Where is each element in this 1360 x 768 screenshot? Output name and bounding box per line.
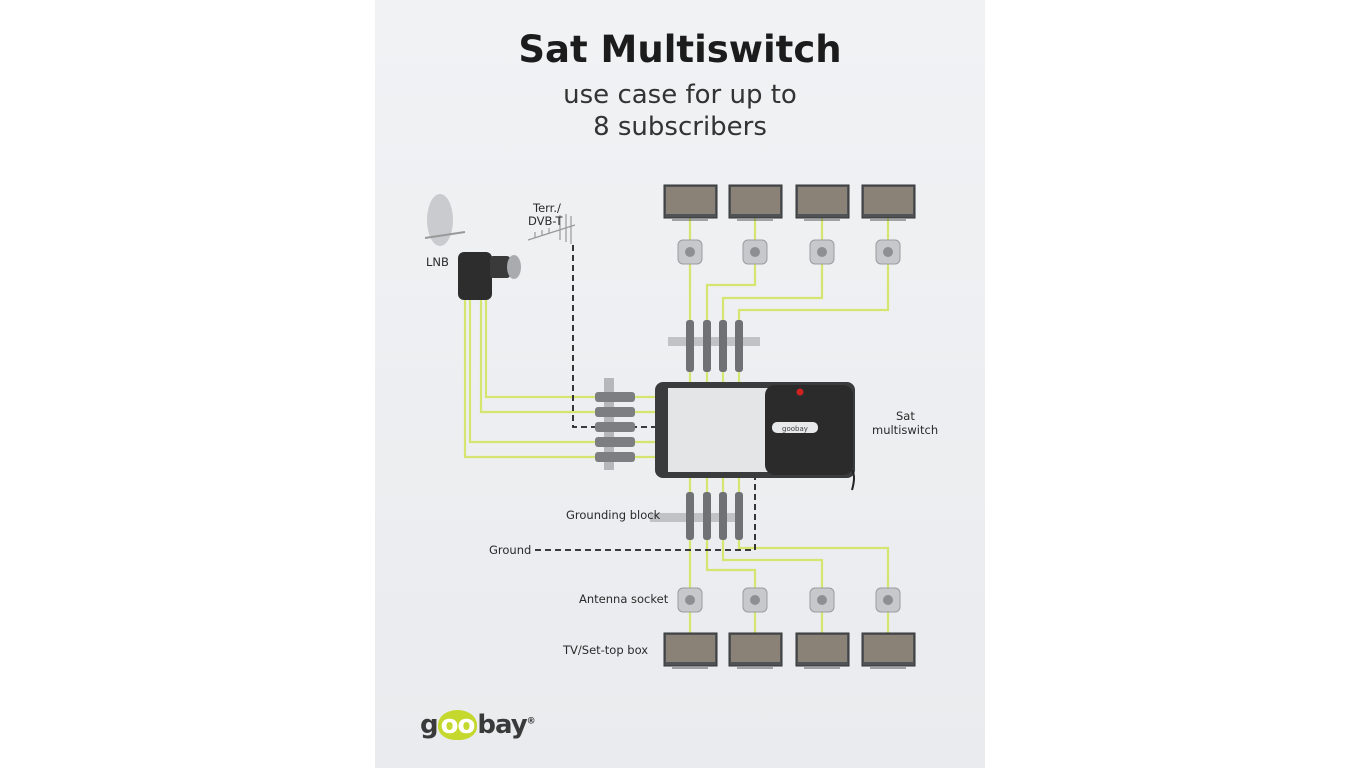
diagram-title: Sat Multiswitch [518,28,842,71]
socket-port [817,595,827,605]
socket-port [883,595,893,605]
label-dvbt: DVB-T [528,214,563,228]
label-antenna-socket: Antenna socket [579,592,669,606]
terrestrial-antenna-icon [527,214,576,244]
tv-screen [666,187,715,214]
label-ground: Ground [489,543,532,557]
label-sat: Sat [896,409,915,423]
label-multiswitch: multiswitch [872,423,939,437]
tv-screen [798,635,847,662]
socket-port [817,247,827,257]
multiswitch-device: goobay [655,382,855,491]
label-tv: TV/Set-top box [563,643,649,657]
socket-port [883,247,893,257]
socket-port [685,247,695,257]
tv-screen [864,187,913,214]
top-grounding-block [668,320,760,372]
socket-port [685,595,695,605]
ground-lines [535,245,756,551]
tv-screen [731,635,780,662]
lnb-icon [458,252,521,300]
diagram-subtitle-line1: use case for up to [563,80,797,110]
label-lnb: LNB [426,255,449,269]
input-grounding-block [595,378,635,470]
tv-screen [798,187,847,214]
device-logo: goobay [782,425,808,433]
tv-screen [666,635,715,662]
socket-port [750,247,760,257]
bottom-grounding-block [650,492,743,540]
diagram-subtitle-line2: 8 subscribers [593,112,767,142]
tv-screen [864,635,913,662]
label-grounding-block: Grounding block [566,508,661,522]
satellite-dish-icon [424,194,466,246]
socket-port [750,595,760,605]
tv-screen [731,187,780,214]
label-terr: Terr./ [533,201,561,215]
